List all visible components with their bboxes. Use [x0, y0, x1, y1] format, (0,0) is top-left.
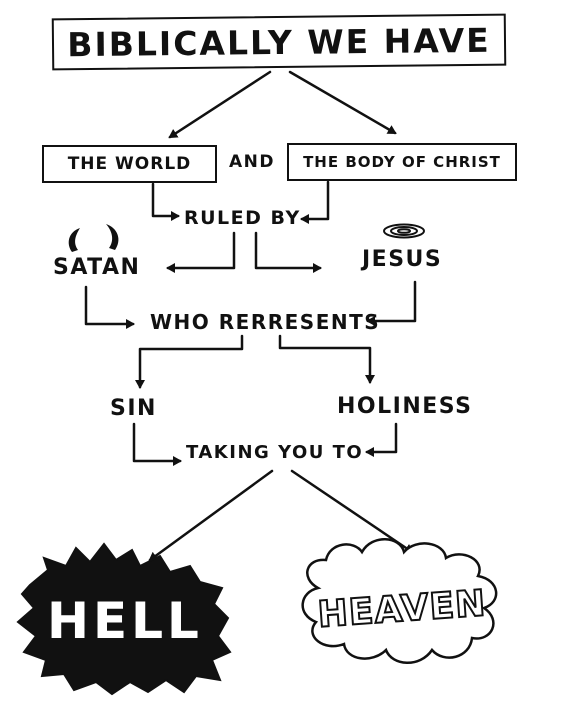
arrow-to-hell	[148, 469, 274, 562]
world-box: THE WORLD	[42, 145, 217, 183]
arrow-jesus-to-represents	[366, 280, 417, 326]
arrow-ruled-to-satan	[166, 231, 236, 273]
arrow-holiness-to-taking	[365, 422, 398, 457]
devil-horns-icon	[68, 224, 119, 252]
halo-icon	[383, 223, 425, 239]
arrow-sin-to-taking	[132, 422, 182, 466]
arrow-title-to-world	[168, 70, 272, 139]
and-label: AND	[229, 152, 275, 172]
arrow-world-to-ruled	[151, 182, 180, 221]
taking-you-to-label: TAKING YOU TO	[186, 442, 364, 463]
body-of-christ-box: THE BODY OF CHRIST	[287, 143, 517, 181]
heaven-cloud	[301, 538, 498, 664]
arrow-title-to-body	[288, 70, 397, 135]
arrow-satan-to-represents	[84, 285, 135, 329]
who-represents-label: WHO RERRESENTS	[150, 310, 381, 334]
holiness-label: HOLINESS	[337, 394, 473, 419]
arrow-represents-to-holiness	[278, 334, 375, 384]
arrow-body-to-ruled	[300, 180, 330, 224]
arrow-to-heaven	[290, 469, 414, 554]
arrow-ruled-to-jesus	[254, 231, 322, 273]
jesus-label: JESUS	[362, 247, 443, 272]
hell-blob	[16, 542, 232, 696]
hell-label: HELL	[47, 592, 203, 650]
page-title: BIBLICALLY WE HAVE	[51, 13, 507, 71]
sin-label: SIN	[110, 396, 157, 421]
ruled-by-label: RULED BY	[184, 207, 301, 229]
arrow-represents-to-sin	[135, 334, 244, 389]
satan-label: SATAN	[53, 255, 141, 280]
